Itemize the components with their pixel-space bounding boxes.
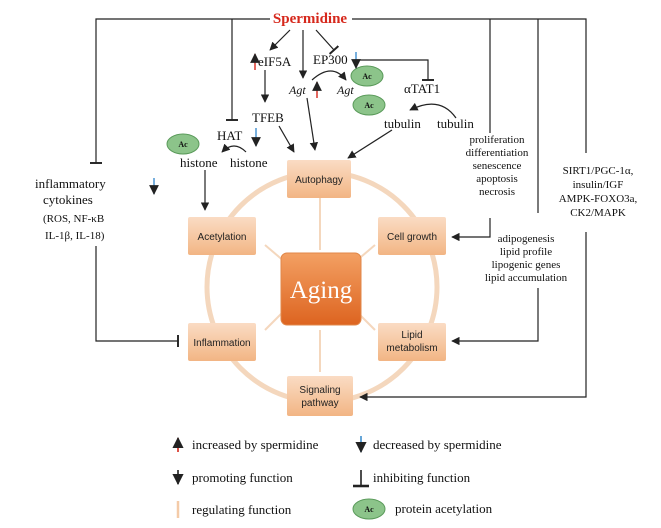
signaling-item: AMPK-FOXO3a,	[559, 193, 638, 205]
cytokines-line-3: (ROS, NF-κB	[43, 213, 104, 225]
node-tubulin: tubulin	[437, 116, 474, 131]
node-ep300: EP300	[313, 52, 348, 67]
legend-increased: increased by spermidine	[192, 437, 319, 452]
cytokines-line-4: IL-1β, IL-18)	[45, 230, 105, 242]
node-tfeb: TFEB	[252, 110, 284, 125]
cell-growth-item: apoptosis	[476, 173, 518, 185]
legend-decreased: decreased by spermidine	[373, 437, 502, 452]
module-acetylation-label: Acetylation	[198, 232, 247, 243]
node-atat1: αTAT1	[404, 81, 440, 96]
lipid-list: adipogenesis lipid profile lipogenic gen…	[485, 233, 568, 284]
signaling-list: SIRT1/PGC-1α, insulin/IGF AMPK-FOXO3a, C…	[559, 165, 638, 219]
center-aging-label: Aging	[290, 277, 353, 304]
connection-lines	[90, 18, 587, 402]
cell-growth-item: proliferation	[470, 134, 525, 146]
module-autophagy: Autophagy	[287, 160, 351, 198]
legend-regulating: regulating function	[192, 502, 292, 517]
legend: increased by spermidine decreased by spe…	[172, 436, 502, 520]
module-autophagy-label: Autophagy	[295, 175, 343, 186]
lipid-item: lipogenic genes	[492, 259, 561, 271]
module-cell-growth: Cell growth	[378, 217, 446, 255]
cell-growth-item: differentiation	[466, 147, 529, 159]
module-inflammation-label: Inflammation	[193, 338, 250, 349]
module-signaling-label-2: pathway	[301, 398, 338, 409]
center-aging: Aging	[280, 252, 362, 326]
ac-badge-histone: Ac	[166, 133, 200, 155]
cell-growth-item: senescence	[473, 160, 522, 172]
node-histone-acetylated: histone	[180, 155, 218, 170]
module-cell-growth-label: Cell growth	[387, 232, 437, 243]
ac-badge-tubulin-label: Ac	[364, 101, 374, 110]
node-eif5a: eIF5A	[258, 54, 292, 69]
module-lipid-metabolism: Lipid metabolism	[378, 323, 446, 361]
module-inflammation: Inflammation	[188, 323, 256, 361]
cell-growth-list: proliferation differentiation senescence…	[466, 134, 529, 198]
node-agt-2: Agt	[336, 83, 354, 97]
lipid-item: lipid profile	[500, 246, 552, 258]
signaling-item: SIRT1/PGC-1α,	[563, 165, 634, 177]
module-acetylation: Acetylation	[188, 217, 256, 255]
legend-ac-badge-label: Ac	[364, 505, 374, 514]
cytokines-line-2: cytokines	[43, 192, 93, 207]
ac-badge-histone-label: Ac	[178, 140, 188, 149]
node-agt-1: Agt	[288, 83, 306, 97]
module-lipid-label-2: metabolism	[386, 343, 437, 354]
legend-inhibiting: inhibiting function	[373, 470, 471, 485]
ac-badge-agt-label: Ac	[362, 72, 372, 81]
module-signaling-label-1: Signaling	[299, 385, 340, 396]
ac-badge-tubulin: Ac	[352, 94, 386, 116]
legend-acetylation: protein acetylation	[395, 501, 493, 516]
module-signaling-pathway: Signaling pathway	[287, 376, 353, 416]
spermidine-title: Spermidine	[273, 11, 348, 27]
node-tubulin-acetylated: tubulin	[384, 116, 421, 131]
cell-growth-item: necrosis	[479, 186, 515, 198]
ac-badge-agt: Ac	[350, 65, 384, 87]
lipid-item: adipogenesis	[498, 233, 555, 245]
change-indicators	[149, 52, 361, 195]
cytokines-block: inflammatory cytokines (ROS, NF-κB IL-1β…	[35, 176, 106, 242]
signaling-item: CK2/MAPK	[570, 207, 626, 219]
module-lipid-label-1: Lipid	[401, 330, 422, 341]
cytokines-line-1: inflammatory	[35, 176, 106, 191]
signaling-item: insulin/IGF	[573, 179, 624, 191]
node-hat: HAT	[217, 128, 242, 143]
node-histone: histone	[230, 155, 268, 170]
legend-ac-badge-icon	[352, 498, 386, 520]
legend-promoting: promoting function	[192, 470, 293, 485]
lipid-item: lipid accumulation	[485, 272, 568, 284]
